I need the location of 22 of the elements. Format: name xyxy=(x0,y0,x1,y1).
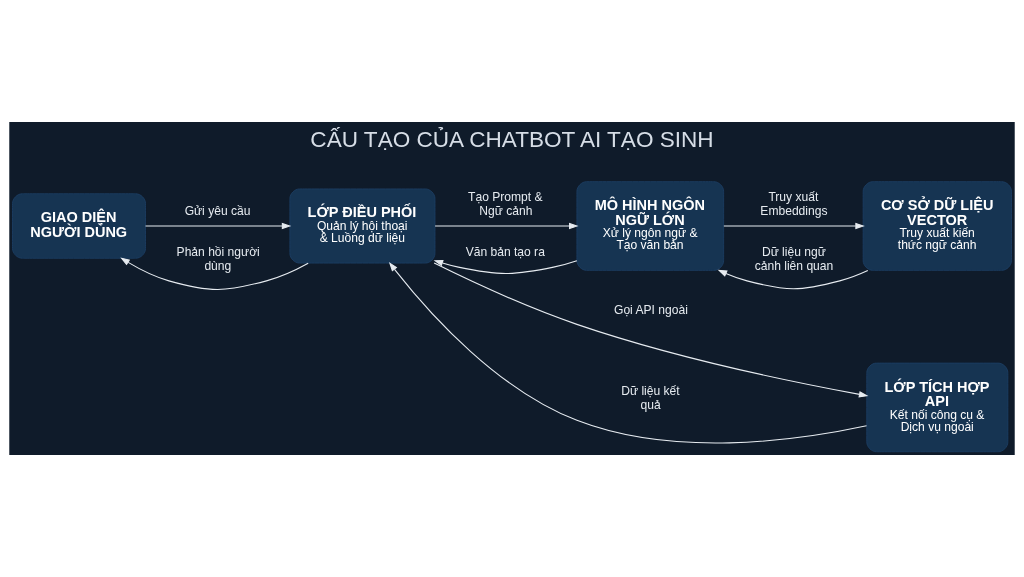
node-box: LỚP TÍCH HỢP API Kết nối công cụ & Dịch vụ ngoài xyxy=(866,362,1009,453)
edge-label: Gọi API ngoài xyxy=(614,302,688,317)
node-box: CƠ SỞ DỮ LIỆU VECTOR Truy xuất kiến thức ngữ cảnh xyxy=(862,181,1012,271)
node-box: MÔ HÌNH NGÔN NGỮ LỚN Xử lý ngôn ngữ & Tạo văn bản xyxy=(576,181,725,271)
node-box: GIAO DIỆN NGƯỜI DÙNG xyxy=(12,193,146,259)
arrow xyxy=(144,222,292,230)
node-box: LỚP ĐIỀU PHỐI Quản lý hội thoại & Luồng dữ liệu xyxy=(289,188,436,264)
edge-label: Văn bản tạo ra xyxy=(465,245,545,260)
edge-label: Gửi yêu cầu xyxy=(184,204,251,219)
edge-label: Dữ liệu kết quả xyxy=(621,384,680,413)
arrow xyxy=(717,269,869,290)
edge-label: Truy xuất Embeddings xyxy=(760,190,828,218)
diagram-title: CẤU TẠO CỦA CHATBOT AI TẠO SINH xyxy=(310,126,714,152)
arrow xyxy=(723,222,865,230)
arrow xyxy=(434,222,579,230)
arrow xyxy=(388,262,868,444)
edge-label: Dữ liệu ngữ cảnh liên quan xyxy=(754,244,834,273)
edge-label: Tạo Prompt & Ngữ cảnh xyxy=(468,190,543,218)
arrow xyxy=(120,257,309,291)
arrow xyxy=(433,259,578,275)
arrow xyxy=(433,262,869,398)
edge-label: Phản hồi người dùng xyxy=(176,244,260,273)
